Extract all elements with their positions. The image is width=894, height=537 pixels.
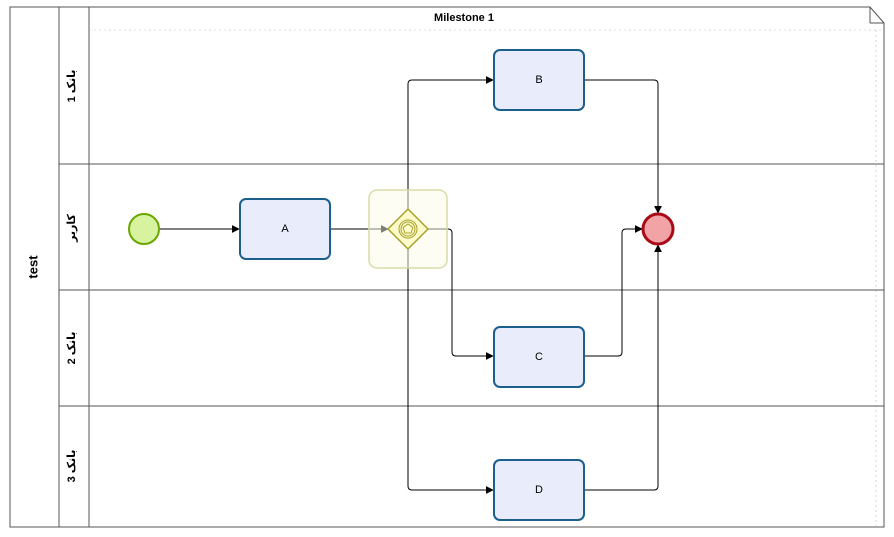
task-d-label: D bbox=[535, 484, 543, 496]
milestone-title: Milestone 1 bbox=[434, 12, 494, 24]
start-event[interactable] bbox=[128, 213, 160, 245]
lane-bank2-title: بانک 2 bbox=[66, 332, 78, 365]
pool-border bbox=[9, 6, 885, 528]
pentagon-icon bbox=[398, 219, 418, 239]
task-c-label: C bbox=[535, 351, 543, 363]
lane-bank2[interactable]: بانک 2 bbox=[66, 332, 78, 365]
lane-bank3[interactable]: بانک 3 bbox=[66, 450, 78, 483]
lane-bank1-title: بانک 1 bbox=[66, 70, 78, 103]
lane-user[interactable]: کاربر bbox=[66, 213, 78, 242]
task-a-label: A bbox=[281, 223, 289, 235]
lane-bank3-title: بانک 3 bbox=[66, 450, 78, 483]
pool-title: test bbox=[25, 255, 40, 279]
milestone[interactable]: Milestone 1 bbox=[89, 12, 884, 527]
flow-b-to-end[interactable] bbox=[585, 79, 662, 214]
lane-user-title: کاربر bbox=[66, 213, 78, 242]
end-event[interactable] bbox=[641, 212, 675, 246]
task-d[interactable]: D bbox=[493, 459, 585, 521]
pool[interactable]: test bbox=[9, 6, 885, 528]
flow-c-to-end[interactable] bbox=[585, 225, 643, 357]
flow-gateway-to-b[interactable] bbox=[407, 76, 494, 210]
task-a[interactable]: A bbox=[239, 198, 331, 260]
task-b-label: B bbox=[535, 74, 542, 86]
flow-gateway-to-c[interactable] bbox=[428, 228, 494, 360]
task-c[interactable]: C bbox=[493, 326, 585, 388]
lane-bank1[interactable]: بانک 1 bbox=[66, 70, 78, 103]
task-b[interactable]: B bbox=[493, 49, 585, 111]
sequence-flows bbox=[159, 76, 662, 494]
lanes: بانک 1 کاربر بانک 2 بانک 3 bbox=[59, 70, 884, 483]
flow-d-to-end[interactable] bbox=[585, 244, 662, 491]
flow-gateway-to-d[interactable] bbox=[407, 249, 494, 494]
event-based-gateway[interactable] bbox=[368, 189, 448, 269]
